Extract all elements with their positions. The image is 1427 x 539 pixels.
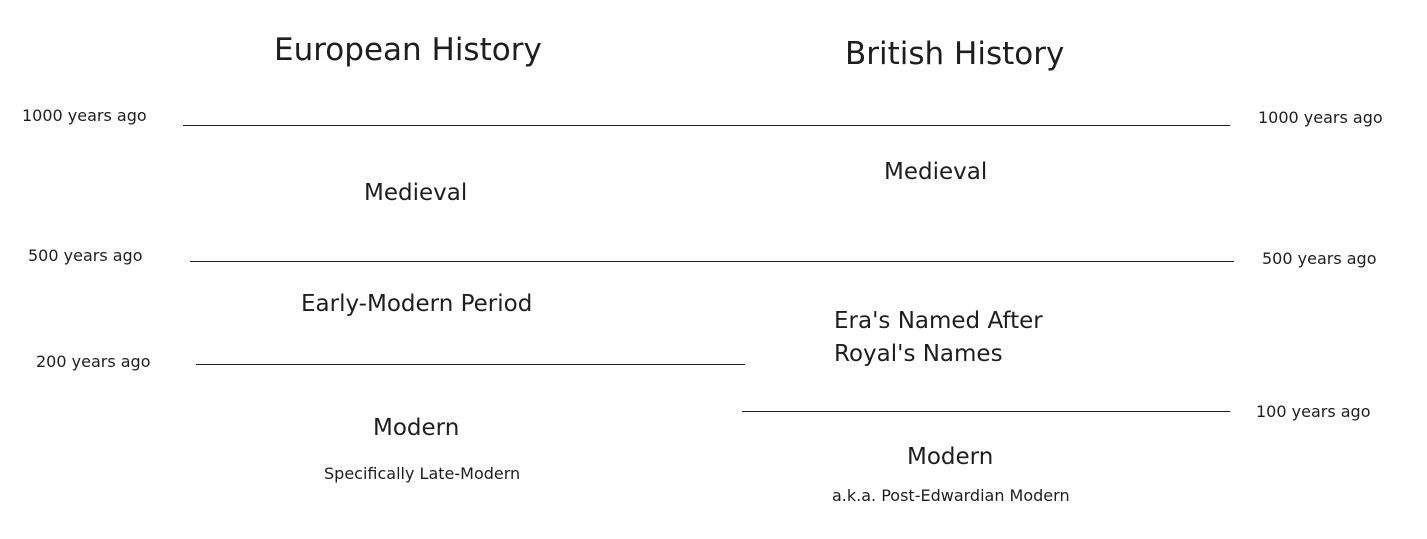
british-era-modern: Modern	[907, 444, 994, 470]
divider-200-years-european	[196, 364, 745, 365]
european-history-title: European History	[274, 32, 542, 68]
european-era-modern: Modern	[373, 415, 460, 441]
right-label-1000-years: 1000 years ago	[1258, 108, 1383, 127]
british-era-royal-line2: Royal's Names	[834, 341, 1003, 367]
right-label-500-years: 500 years ago	[1262, 249, 1377, 268]
left-label-500-years: 500 years ago	[28, 246, 143, 265]
left-label-200-years: 200 years ago	[36, 352, 151, 371]
european-era-medieval: Medieval	[364, 180, 468, 206]
european-era-modern-note: Specifically Late-Modern	[324, 464, 521, 483]
divider-500-years	[190, 261, 1234, 262]
british-era-royal-line1: Era's Named After	[834, 308, 1043, 334]
right-label-100-years: 100 years ago	[1256, 402, 1371, 421]
divider-100-years-british	[742, 411, 1230, 412]
british-era-medieval: Medieval	[884, 159, 988, 185]
divider-1000-years	[183, 125, 1230, 126]
british-history-title: British History	[845, 36, 1065, 72]
left-label-1000-years: 1000 years ago	[22, 106, 147, 125]
european-era-early-modern: Early-Modern Period	[301, 291, 533, 317]
british-era-modern-note: a.k.a. Post-Edwardian Modern	[832, 486, 1070, 505]
